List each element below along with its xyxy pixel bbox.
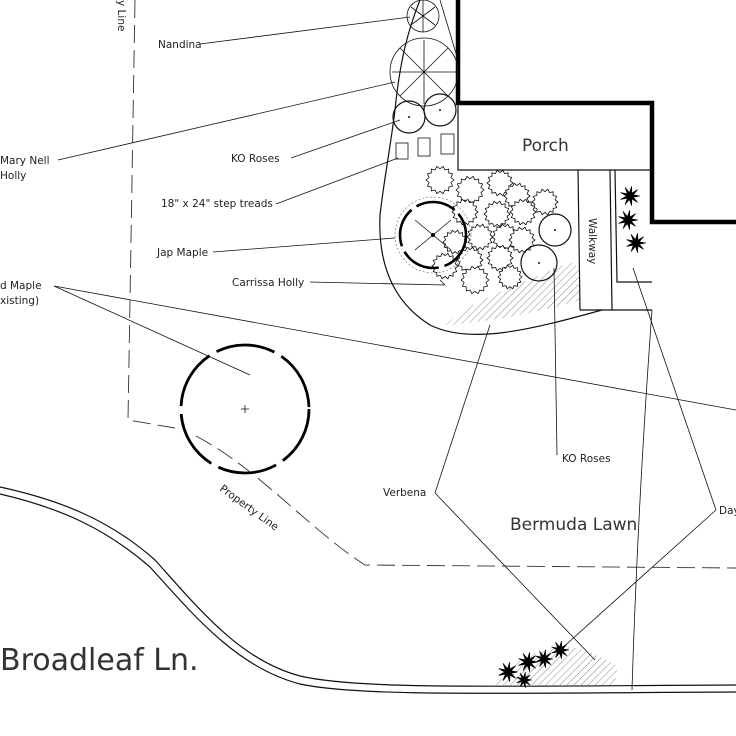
red-maple-existing [179,343,311,475]
carissa-holly-cluster [425,165,559,295]
verbena-label: Verbena [383,487,426,499]
verbena-street-hatch [496,647,618,685]
holly-shrub [486,244,514,272]
red-maple-label-1: d Maple [0,280,42,292]
planting-bed [379,0,603,336]
holly-shrub [451,198,479,226]
nandina-label: Nandina [158,39,202,51]
daylily-plant [626,233,647,253]
street-name-label: Broadleaf Ln. [0,643,199,678]
walkway-label: Walkway [586,218,598,264]
verbena-bed-hatch [446,262,580,325]
mary-nell-holly-label-1: Mary Nell [0,155,50,167]
ko-roses-top-label: KO Roses [231,153,280,165]
ko-roses-lower [520,213,572,282]
street-curb [0,486,736,694]
property-line-dashed [127,0,736,569]
step-treads [395,133,455,160]
daylily-plant [618,210,639,230]
holly-shrub [509,198,537,226]
porch-slab [457,103,652,171]
bermuda-lawn-label: Bermuda Lawn [510,515,637,535]
holly-shrub [455,175,485,205]
step-treads-label: 18" x 24" step treads [161,198,273,210]
jap-maple-label: Jap Maple [156,247,208,259]
leader-lines [53,16,736,691]
daylily-plant [620,186,641,206]
daylily-plant [518,652,539,672]
japanese-maple [394,196,472,274]
holly-shrub [531,188,559,216]
holly-shrub [466,223,494,251]
mary-nell-holly-label-2: Holly [0,170,26,182]
daylily-plant [516,671,533,689]
ko-roses-bottom-label: KO Roses [562,453,611,465]
walkway [577,169,652,311]
property-line-top-label: y Line [115,0,127,31]
property-line-bottom-label: Property Line [217,483,280,534]
holly-shrub [486,169,514,197]
nandina-shrubs [389,0,459,107]
carrissa-holly-label: Carrissa Holly [232,277,304,289]
red-maple-label-2: xisting) [0,295,39,307]
daylily-label: Day [719,505,736,517]
holly-shrub [497,264,523,290]
porch-label: Porch [522,136,569,156]
holly-shrub [425,165,455,195]
daylily-plant [535,649,554,669]
ko-roses-top [392,93,457,134]
holly-shrub [460,265,490,295]
holly-shrub [483,200,511,228]
daylily-plant [498,662,519,682]
